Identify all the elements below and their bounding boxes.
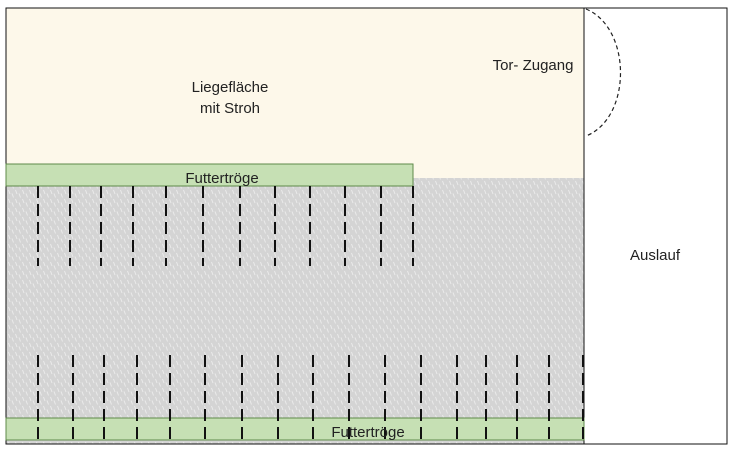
outdoor-run-label: Auslauf [630,247,681,264]
gate-label: Tor- Zugang [493,57,574,74]
stall-dividers-bottom [37,355,584,440]
trough-bottom-label: Futtertröge [331,424,404,441]
stall-dividers-top [37,186,414,266]
bedding-area [6,8,584,186]
slatted-floor-area [6,178,584,444]
trough-top-label: Futtertröge [185,170,258,187]
feeding-trough-bottom [5,417,585,441]
gate-swing-arc [585,8,622,137]
bedding-label-line1: Liegefläche [192,79,269,96]
bedding-label-line2: mit Stroh [200,100,260,117]
building-border [5,7,728,445]
feeding-trough-top [5,163,414,187]
